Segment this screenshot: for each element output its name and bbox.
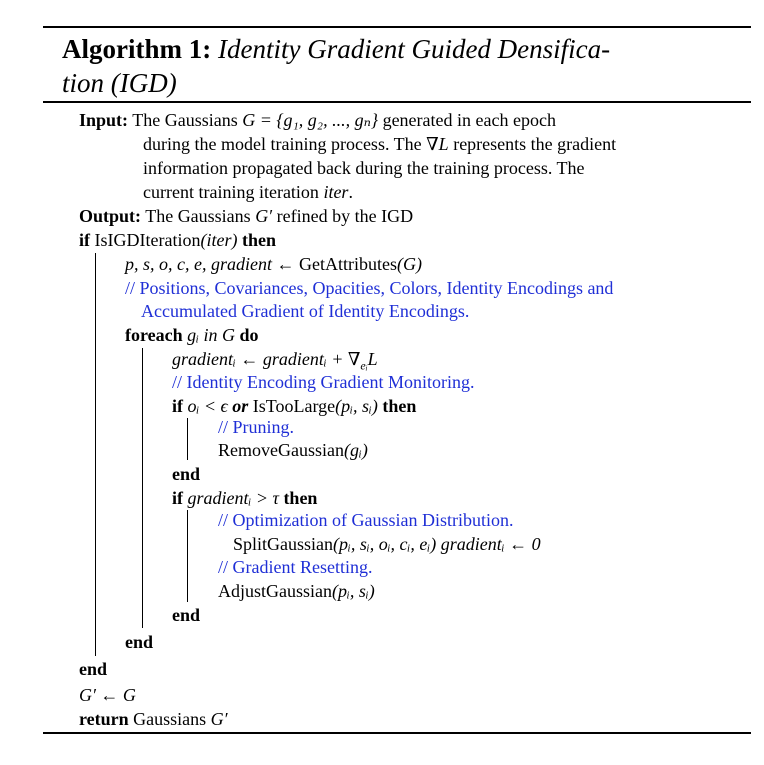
input-line-4: current training iteration iter.: [143, 181, 353, 203]
if-igd-line: if IsIGDIteration(iter) then: [79, 229, 276, 251]
or-keyword: or: [232, 396, 249, 416]
get-attributes-line: p, s, o, c, e, gradient ← GetAttributes(…: [125, 253, 422, 275]
comment-attributes-1: // Positions, Covariances, Opacities, Co…: [125, 278, 614, 298]
remove-fn: RemoveGaussian: [218, 440, 344, 460]
if-block-bar: [95, 253, 97, 656]
do-keyword: do: [239, 325, 259, 345]
input-line-1: Input: The Gaussians G = {g₁, g₂, ..., g…: [79, 109, 556, 131]
assign-vars: p, s, o, c, e, gradient ←: [125, 254, 295, 274]
foreach-line: foreach gᵢ in G do: [125, 324, 259, 346]
if-keyword-3: if: [172, 488, 183, 508]
comment-optimization: // Optimization of Gaussian Distribution…: [218, 510, 514, 530]
input-math-1: G = {g₁, g₂, ..., gₙ}: [242, 110, 379, 130]
comment-pruning: // Pruning.: [218, 417, 295, 437]
input-text-1a: The Gaussians: [132, 110, 238, 130]
adjust-arg: (pᵢ, sᵢ): [332, 581, 375, 601]
foreach-keyword: foreach: [125, 325, 183, 345]
output-text-b: refined by the IGD: [276, 206, 414, 226]
split-gaussian-line: SplitGaussian(pᵢ, sᵢ, oᵢ, cᵢ, eᵢ) gradie…: [233, 533, 541, 555]
comment-attributes-2: Accumulated Gradient of Identity Encodin…: [141, 301, 470, 321]
algorithm-title: Algorithm 1: Identity Gradient Guided De…: [62, 33, 610, 65]
gradient-update-line: gradientᵢ ← gradientᵢ + ∇eᵢL: [172, 348, 378, 377]
remove-arg: (gᵢ): [343, 440, 368, 460]
then-keyword: then: [241, 230, 276, 250]
comment-resetting: // Gradient Resetting.: [218, 557, 373, 577]
top-rule: [43, 26, 751, 28]
output-text-a: The Gaussians: [145, 206, 251, 226]
end-if: end: [79, 659, 108, 679]
return-keyword: return: [79, 709, 129, 729]
end-foreach: end: [125, 632, 154, 652]
return-math: G′: [210, 709, 228, 729]
if-prune-line: if oᵢ < ϵ or IsTooLarge(pᵢ, sᵢ) then: [172, 395, 416, 417]
if-gradient-line: if gradientᵢ > τ then: [172, 487, 317, 509]
then-keyword-3: then: [283, 488, 318, 508]
foreach-block-bar: [142, 348, 144, 628]
output-math: G′: [255, 206, 273, 226]
adjust-fn: AdjustGaussian: [218, 581, 332, 601]
split-arg: (pᵢ, sᵢ, oᵢ, cᵢ, eᵢ) gradientᵢ ← 0: [333, 534, 541, 554]
get-attributes-arg: (G): [396, 254, 422, 274]
input-period: .: [348, 182, 353, 202]
gradient-sub: eᵢ: [360, 358, 368, 373]
output-line: Output: The Gaussians G′ refined by the …: [79, 205, 413, 227]
algorithm-label: Algorithm 1:: [62, 34, 212, 64]
then-keyword-2: then: [382, 396, 417, 416]
opacity-condition: oᵢ < ϵ: [187, 396, 228, 416]
input-label: Input:: [79, 110, 129, 130]
is-too-large-arg: (pᵢ, sᵢ): [335, 396, 378, 416]
input-text-1b: generated in each epoch: [382, 110, 556, 130]
if-igd-fn: IsIGDIteration: [94, 230, 201, 250]
return-line: return Gaussians G′: [79, 708, 228, 730]
prune-block-bar: [187, 418, 189, 460]
foreach-in: in: [203, 325, 218, 345]
input-text-2b: represents the gradient: [453, 134, 617, 154]
input-math-2: ∇L: [426, 134, 449, 154]
final-assign: G′ ← G: [79, 685, 136, 705]
grad-block-bar: [187, 510, 189, 602]
get-attributes-fn: GetAttributes: [298, 254, 397, 274]
output-label: Output:: [79, 206, 142, 226]
caption-rule: [43, 101, 751, 103]
if-keyword: if: [79, 230, 90, 250]
foreach-var: gᵢ: [187, 325, 200, 345]
end-prune: end: [172, 464, 201, 484]
adjust-gaussian-line: AdjustGaussian(pᵢ, sᵢ): [218, 580, 375, 602]
if-keyword-2: if: [172, 396, 183, 416]
algorithm-name-line2: tion (IGD): [62, 68, 177, 98]
if-igd-arg: (iter): [200, 230, 238, 250]
input-text-2a: during the model training process. The: [143, 134, 422, 154]
gradient-L: L: [367, 349, 378, 369]
return-text: Gaussians: [133, 709, 207, 729]
algorithm-name-line1: Identity Gradient Guided Densifica-: [217, 34, 611, 64]
is-too-large-fn: IsTooLarge: [252, 396, 336, 416]
input-text-4: current training iteration: [143, 182, 319, 202]
split-fn: SplitGaussian: [233, 534, 334, 554]
input-line-3: information propagated back during the t…: [143, 158, 585, 178]
comment-monitoring: // Identity Encoding Gradient Monitoring…: [172, 372, 475, 392]
end-gradient: end: [172, 605, 201, 625]
gradient-update: gradientᵢ ← gradientᵢ + ∇: [172, 349, 361, 369]
foreach-set: G: [222, 325, 236, 345]
bottom-rule: [43, 732, 751, 734]
gradient-condition: gradientᵢ > τ: [187, 488, 279, 508]
input-line-2: during the model training process. The ∇…: [143, 133, 616, 155]
remove-gaussian-line: RemoveGaussian(gᵢ): [218, 439, 368, 461]
input-math-4: iter: [323, 182, 349, 202]
final-assign-line: G′ ← G: [79, 684, 136, 706]
